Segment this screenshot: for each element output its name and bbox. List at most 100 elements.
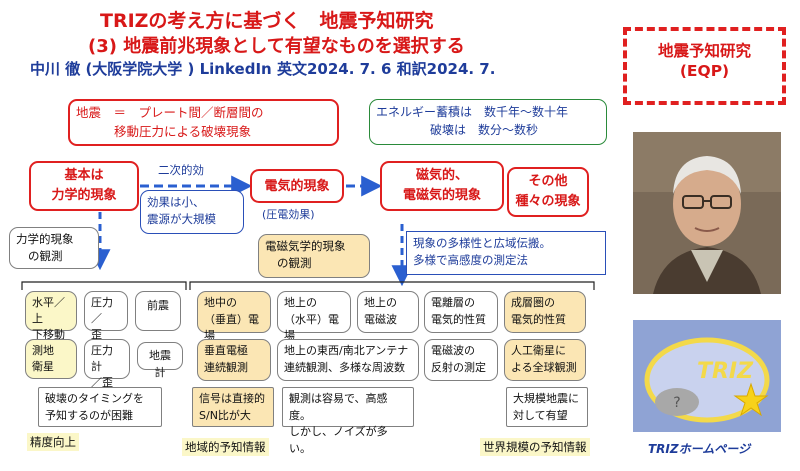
mech-item-gauge: 圧力計 ／歪計 [84,339,130,405]
small-effect-box: 効果は小、 震源が大規模 [140,190,244,234]
em-item-stratosphere: 成層圏の 電気的性質 [504,291,586,333]
mech-item-horizontal-line1: 水平／上 [32,296,65,325]
em-obs-line1: 電磁気学的現象 [265,239,346,253]
note-observation-line1: 観測は容易で、高感度。 [289,392,388,422]
node-mechanical-line1: 基本は [64,168,104,183]
author-photo-drawing [633,132,781,294]
node-magnetic: 磁気的、 電磁気的現象 [380,161,504,211]
em-item-vertical-obs-line1: 垂直電極 [204,344,248,357]
em-obs-box: 電磁気学的現象 の観測 [258,234,370,278]
em-bracket [189,281,595,290]
definition-box: 地震 ＝ プレート間／断層間の 移動圧力による破壊現象 [68,99,339,146]
node-magnetic-line1: 磁気的、 [415,168,468,183]
label-regional: 地域的予知情報 [182,438,269,456]
em-item-radio-line1: 地上の [364,296,397,309]
note-signal-line2: S/N比が大 [199,408,251,422]
triz-logo-text: TRIZ [697,359,754,384]
energy-line1: エネルギー蓄積は 数千年～数十年 [376,105,569,119]
note-large-quake-line1: 大規模地震に [513,392,579,405]
em-item-stratosphere-line2: 電気的性質 [511,312,566,326]
definition-line2: 移動圧力による破壊現象 [114,123,252,139]
note-timing-line2: 予知するのが困難 [45,408,133,422]
mech-item-pressure: 圧力／ 歪 [84,291,128,341]
small-effect-line2: 震源が大規模 [147,211,216,226]
em-item-antenna-line2: 連続観測、多様な周波数 [284,360,405,374]
note-large-quake: 大規模地震に 対して有望 [506,387,588,427]
em-item-satellite-line1: 人工衛星に [511,344,566,357]
em-item-reflection-line1: 電磁波の [431,344,475,357]
em-item-radio: 地上の 電磁波 [357,291,419,333]
eqp-badge: 地震予知研究 (EQP) [623,27,786,105]
note-large-quake-line2: 対して有望 [513,408,568,422]
node-mechanical-line2: 力学的現象 [51,187,117,203]
secondary-effect-label: 二次的効 [158,163,204,177]
mech-obs-line2: の観測 [28,249,63,264]
em-item-vertical-obs: 垂直電極 連続観測 [197,339,271,381]
em-obs-line2: の観測 [277,256,312,271]
title-line1: TRIZの考え方に基づく 地震予知研究 [100,10,434,32]
author-photo [633,132,781,294]
em-item-surface: 地上の （水平）電場 [277,291,351,342]
mech-item-foreshock: 前震 [135,291,181,331]
em-item-ionosphere: 電離層の 電気的性質 [424,291,498,333]
svg-text:?: ? [673,395,680,411]
diversity-line2: 多様で高感度の測定法 [413,253,528,268]
node-electrical: 電気的現象 [250,169,344,203]
note-signal-line1: 信号は直接的 [199,392,265,405]
triz-homepage-link[interactable]: TRIZホームページ [648,442,750,456]
triz-logo-drawing: ? TRIZ [633,320,781,432]
energy-box: エネルギー蓄積は 数千年～数十年 破壊は 数分～数秒 [369,99,607,145]
em-item-satellite-line2: よる全球観測 [511,360,577,374]
em-item-antenna: 地上の東西/南北アンテナ 連続観測、多様な周波数 [277,339,419,381]
mech-obs-line1: 力学的現象 [16,232,74,246]
node-other: その他 種々の現象 [507,167,589,217]
mech-item-pressure-line2: 歪 [91,327,102,341]
piezo-label: (圧電効果) [262,208,315,221]
em-item-vertical-obs-line2: 連続観測 [204,360,248,374]
energy-line2: 破壊は 数分～数秒 [430,123,539,137]
mech-obs-box: 力学的現象 の観測 [9,227,99,269]
title-line2: (3) 地震前兆現象として有望なものを選択する [88,36,465,57]
mech-item-geodetic-line1: 測地 [32,344,54,357]
triz-logo-image[interactable]: ? TRIZ [633,320,781,432]
em-item-ionosphere-line1: 電離層の [431,296,475,309]
diversity-box: 現象の多様性と広域伝搬。 多様で高感度の測定法 [406,231,606,275]
definition-line1: 地震 ＝ プレート間／断層間の [76,105,264,120]
label-global: 世界規模の予知情報 [480,438,590,456]
node-mechanical: 基本は 力学的現象 [29,161,139,211]
mech-item-geodetic: 測地 衛星 [25,339,77,379]
small-effect-line1: 効果は小、 [147,195,205,209]
em-item-surface-line2: （水平）電場 [284,312,339,343]
em-item-radio-line2: 電磁波 [364,312,397,326]
mech-item-seismometer: 地震計 [137,342,183,379]
em-item-reflection: 電磁波の 反射の測定 [424,339,498,381]
eqp-badge-line1: 地震予知研究 [657,42,751,60]
node-magnetic-line2: 電磁気的現象 [402,187,481,203]
em-item-surface-line1: 地上の [284,296,317,309]
note-observation: 観測は容易で、高感度。 しかし、ノイズが多い。 [282,387,414,455]
em-item-stratosphere-line1: 成層圏の [511,296,555,309]
note-timing: 破壊のタイミングを 予知するのが困難 [38,387,162,427]
mech-item-gauge-line1: 圧力計 [91,344,113,373]
mech-bracket [21,281,187,290]
note-signal: 信号は直接的 S/N比が大 [192,387,274,427]
em-item-antenna-line1: 地上の東西/南北アンテナ [284,344,409,357]
note-timing-line1: 破壊のタイミングを [45,392,144,405]
eqp-badge-line2: (EQP) [679,62,730,81]
mech-item-horizontal: 水平／上 下移動 [25,291,77,341]
note-observation-line2: しかし、ノイズが多い。 [289,425,388,455]
mech-item-geodetic-line2: 衛星 [32,359,54,373]
em-item-ionosphere-line2: 電気的性質 [431,312,486,326]
author-line: 中川 徹 (大阪学院大学 ) LinkedIn 英文2024. 7. 6 和訳2… [30,60,496,78]
em-item-satellite: 人工衛星に よる全球観測 [504,339,586,381]
mech-item-horizontal-line2: 下移動 [32,327,65,341]
label-accuracy: 精度向上 [27,433,79,451]
node-other-line2: 種々の現象 [515,193,581,209]
diversity-line1: 現象の多様性と広域伝搬。 [413,236,551,250]
mech-item-pressure-line1: 圧力／ [91,296,113,325]
node-other-line1: その他 [528,174,568,189]
em-item-underground: 地中の （垂直）電場 [197,291,271,342]
em-item-underground-line1: 地中の [204,296,237,309]
em-item-underground-line2: （垂直）電場 [204,312,259,343]
